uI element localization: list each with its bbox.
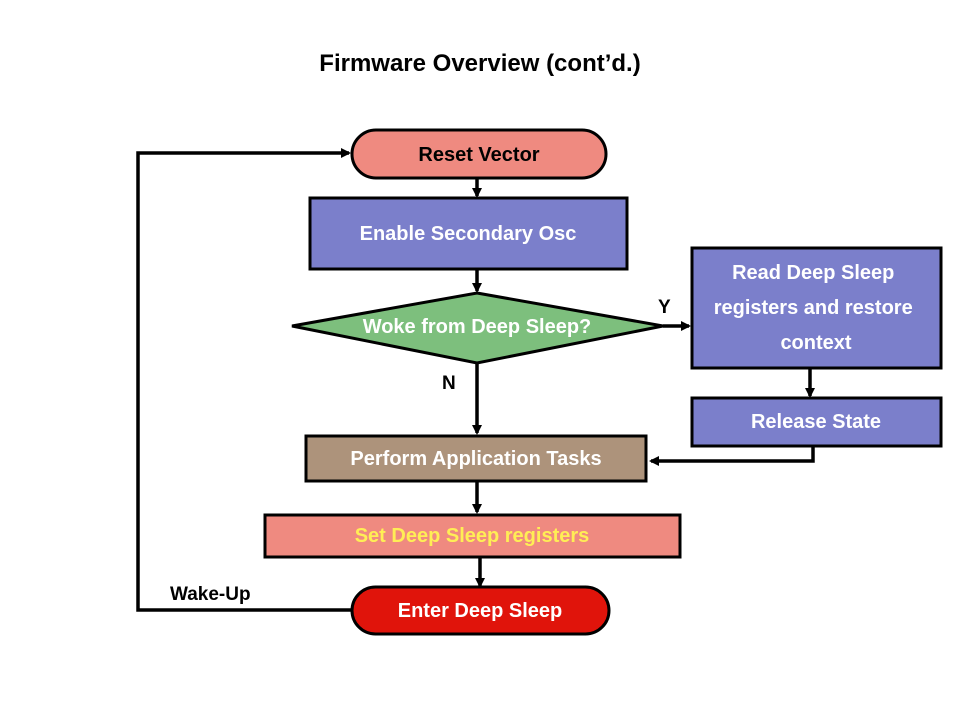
node-read-registers-label: Read Deep Sleep registers and restore co…	[714, 262, 919, 354]
page-title: Firmware Overview (cont’d.)	[319, 50, 641, 77]
node-release-state: Release State	[690, 396, 943, 448]
node-reset-vector: Reset Vector	[350, 128, 608, 180]
edge-label-yes: Y	[658, 297, 671, 318]
connectors	[136, 148, 815, 612]
edge-wakeup-loop	[136, 148, 352, 612]
edge-label-no: N	[442, 373, 456, 394]
node-enable-secondary-osc-label: Enable Secondary Osc	[360, 223, 577, 245]
node-set-registers: Set Deep Sleep registers	[263, 513, 682, 559]
node-woke-decision-label: Woke from Deep Sleep?	[363, 316, 592, 338]
node-enter-deep-sleep: Enter Deep Sleep	[350, 585, 611, 636]
node-reset-vector-label: Reset Vector	[418, 144, 539, 166]
node-read-registers-line-2: registers and restore	[714, 297, 913, 319]
node-read-registers: Read Deep Sleep registers and restore co…	[690, 246, 943, 370]
node-perform-tasks: Perform Application Tasks	[304, 434, 648, 483]
node-read-registers-line-3: context	[780, 332, 851, 354]
node-release-state-label: Release State	[751, 411, 881, 433]
node-perform-tasks-label: Perform Application Tasks	[350, 448, 601, 470]
node-read-registers-line-1: Read Deep Sleep	[732, 262, 894, 284]
node-woke-decision: Woke from Deep Sleep?	[291, 291, 664, 365]
node-enter-deep-sleep-label: Enter Deep Sleep	[398, 600, 563, 622]
edge-release-to-tasks	[649, 447, 815, 466]
node-enable-secondary-osc: Enable Secondary Osc	[308, 196, 629, 271]
node-set-registers-label: Set Deep Sleep registers	[355, 525, 590, 547]
edge-label-wake-up: Wake-Up	[170, 584, 251, 605]
